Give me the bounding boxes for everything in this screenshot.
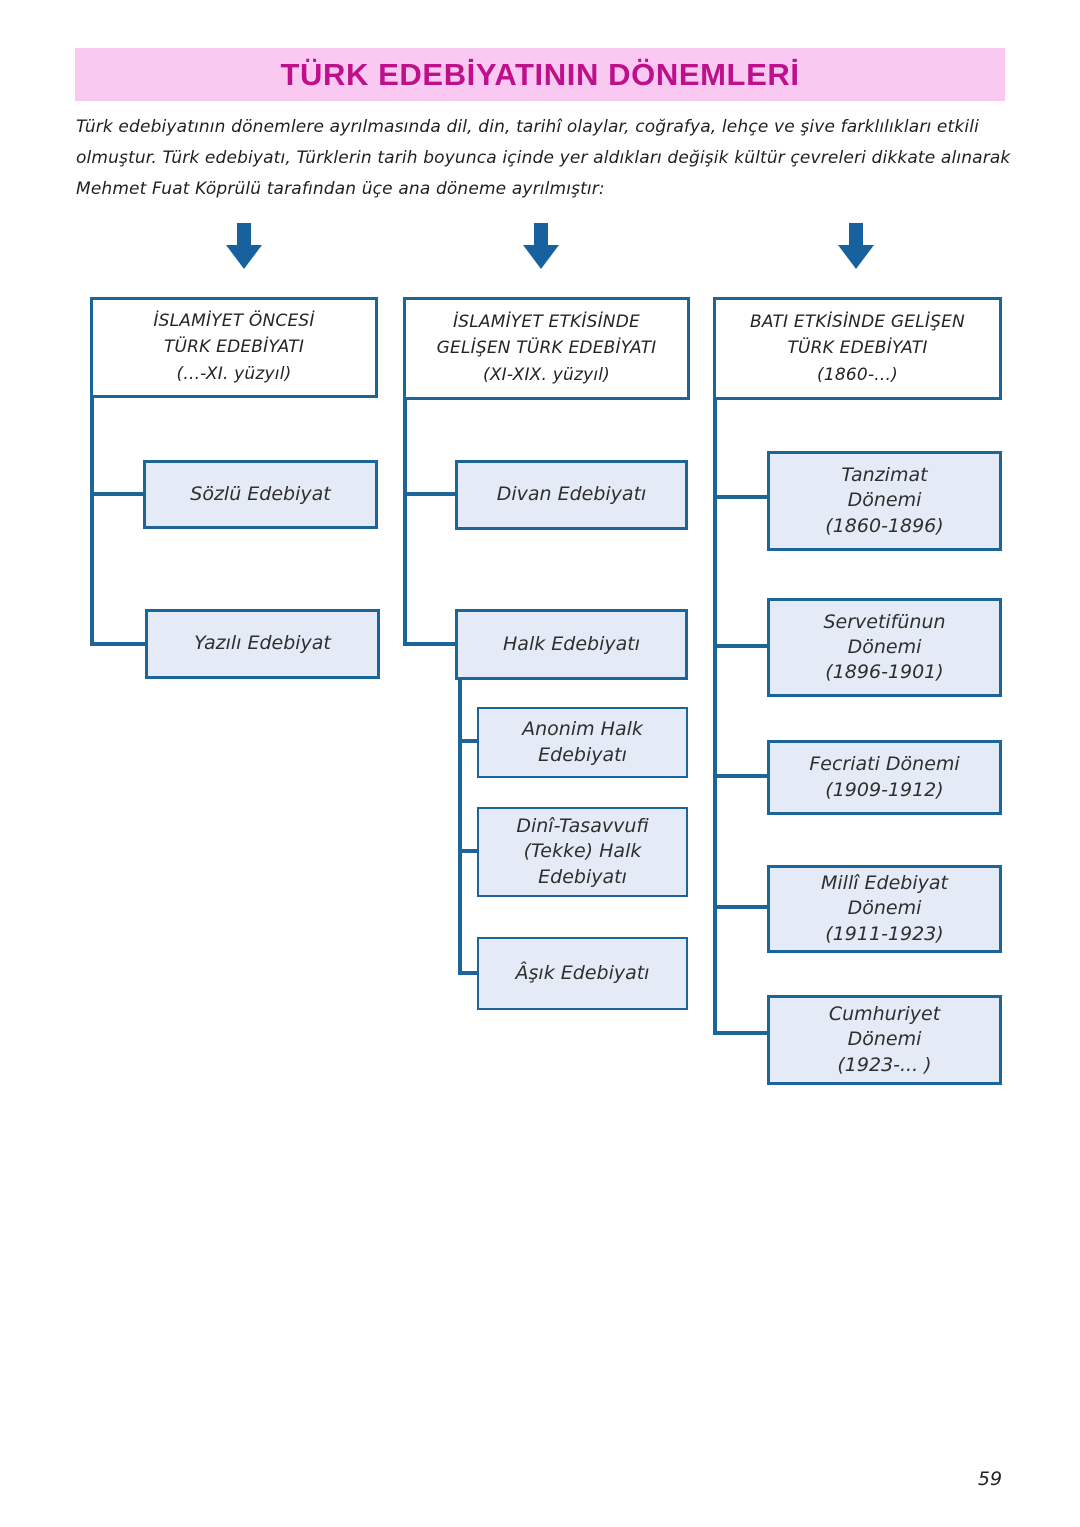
node-sozlu-edebiyat: Sözlü Edebiyat	[143, 460, 378, 529]
node-yazili-edebiyat: Yazılı Edebiyat	[145, 609, 380, 679]
connector-line	[458, 849, 479, 853]
node-asik-edebiyati: Âşık Edebiyatı	[477, 937, 688, 1010]
node-halk-edebiyati: Halk Edebiyatı	[455, 609, 688, 680]
node-fecriati-donemi: Fecriati Dönemi (1909-1912)	[767, 740, 1002, 815]
connector-line	[713, 644, 769, 648]
node-cumhuriyet-donemi: Cumhuriyet Dönemi (1923-... )	[767, 995, 1002, 1085]
down-arrow-icon	[226, 223, 262, 269]
node-divan-edebiyati: Divan Edebiyatı	[455, 460, 688, 530]
connector-line	[90, 642, 147, 646]
node-milli-edebiyat-donemi: Millî Edebiyat Dönemi (1911-1923)	[767, 865, 1002, 953]
node-dini-tasavvufi-tekke-halk-edebiyati: Dinî-Tasavvufi (Tekke) Halk Edebiyatı	[477, 807, 688, 897]
page-number: 59	[977, 1468, 1003, 1490]
connector-line	[403, 400, 407, 646]
intro-paragraph: Türk edebiyatının dönemlere ayrılmasında…	[76, 112, 1011, 205]
node-bati-etkisinde-header: BATI ETKİSİNDE GELİŞEN TÜRK EDEBİYATI (1…	[713, 297, 1002, 400]
connector-line	[458, 971, 479, 975]
connector-line	[90, 492, 145, 496]
intro-line: Mehmet Fuat Köprülü tarafından üçe ana d…	[76, 179, 605, 199]
down-arrow-icon	[838, 223, 874, 269]
connector-line	[713, 1031, 769, 1035]
connector-line	[713, 905, 769, 909]
page-title: TÜRK EDEBİYATININ DÖNEMLERİ	[280, 56, 800, 92]
node-islamiyet-oncesi-header: İSLAMİYET ÖNCESİ TÜRK EDEBİYATI (...-XI.…	[90, 297, 378, 398]
connector-line	[403, 642, 457, 646]
node-anonim-halk-edebiyati: Anonim Halk Edebiyatı	[477, 707, 688, 778]
node-islamiyet-etkisinde-header: İSLAMİYET ETKİSİNDE GELİŞEN TÜRK EDEBİYA…	[403, 297, 690, 400]
connector-line	[713, 495, 769, 499]
connector-line	[713, 774, 769, 778]
connector-line	[403, 492, 457, 496]
intro-line: Türk edebiyatının dönemlere ayrılmasında…	[76, 117, 979, 137]
node-tanzimat-donemi: Tanzimat Dönemi (1860-1896)	[767, 451, 1002, 551]
title-banner: TÜRK EDEBİYATININ DÖNEMLERİ	[75, 48, 1005, 101]
node-servetifunun-donemi: Servetifünun Dönemi (1896-1901)	[767, 598, 1002, 697]
connector-line	[713, 400, 717, 1035]
intro-line: olmuştur. Türk edebiyatı, Türklerin tari…	[76, 148, 1011, 168]
connector-line	[458, 680, 462, 975]
down-arrow-icon	[523, 223, 559, 269]
connector-line	[458, 739, 479, 743]
connector-line	[90, 398, 94, 646]
